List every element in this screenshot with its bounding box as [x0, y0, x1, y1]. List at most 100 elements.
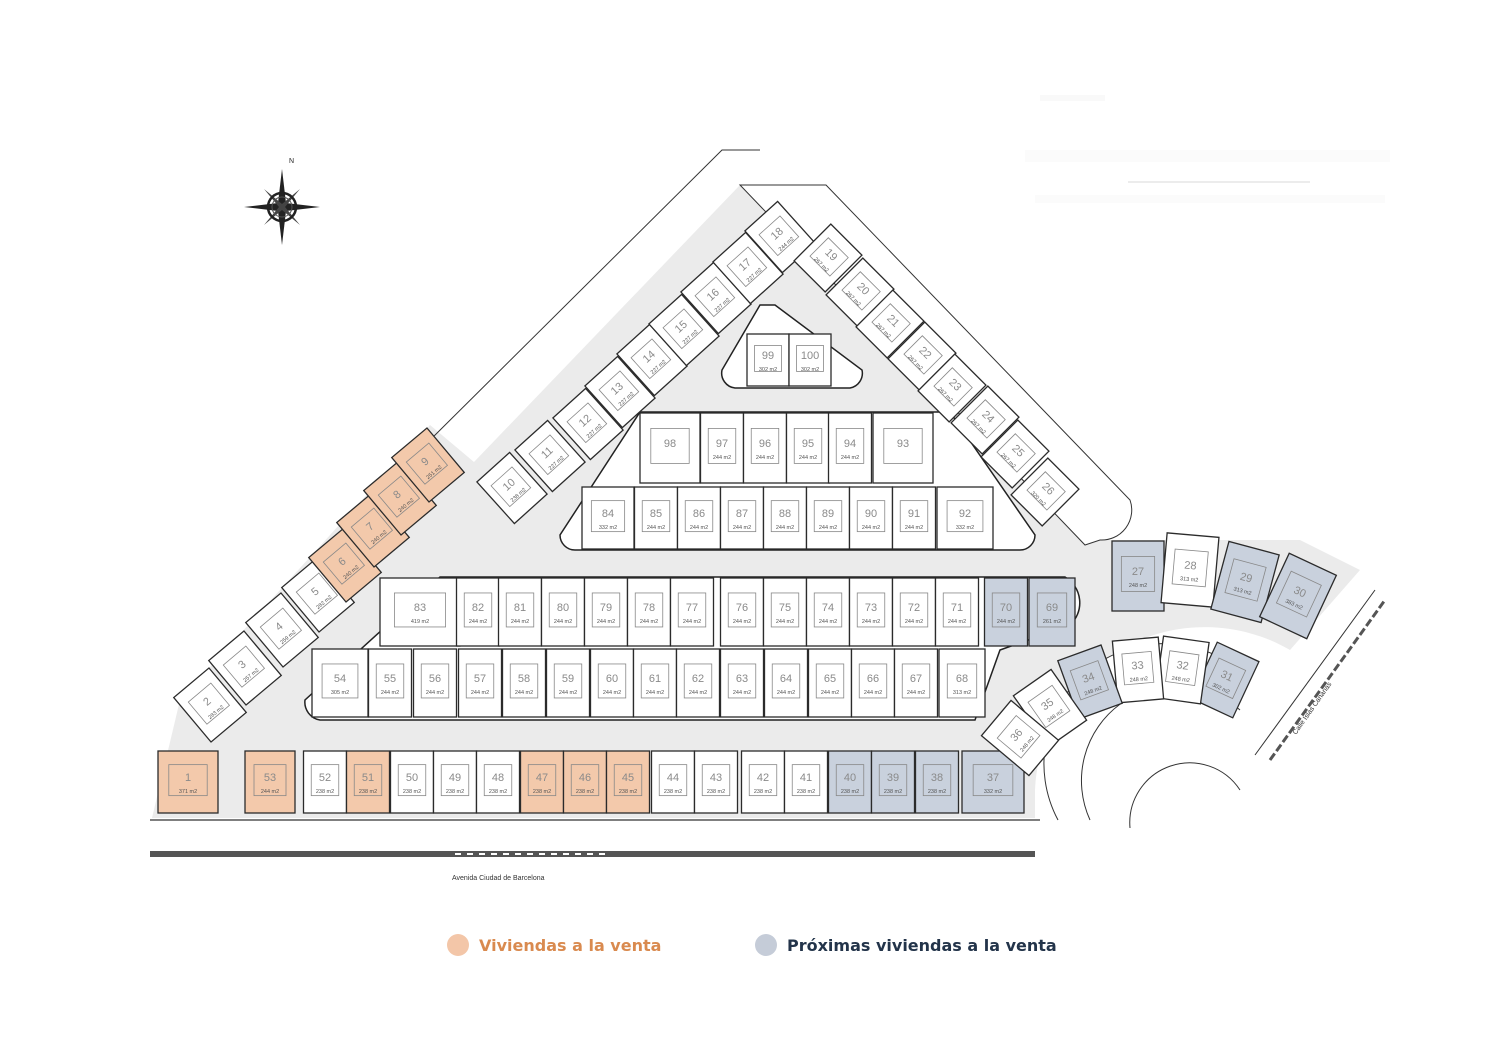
lot-area: 244 m2 [515, 690, 533, 696]
lot-93[interactable]: 93 [872, 412, 934, 484]
lot-boundary [870, 750, 916, 814]
lot-98[interactable]: 98 [639, 412, 701, 484]
